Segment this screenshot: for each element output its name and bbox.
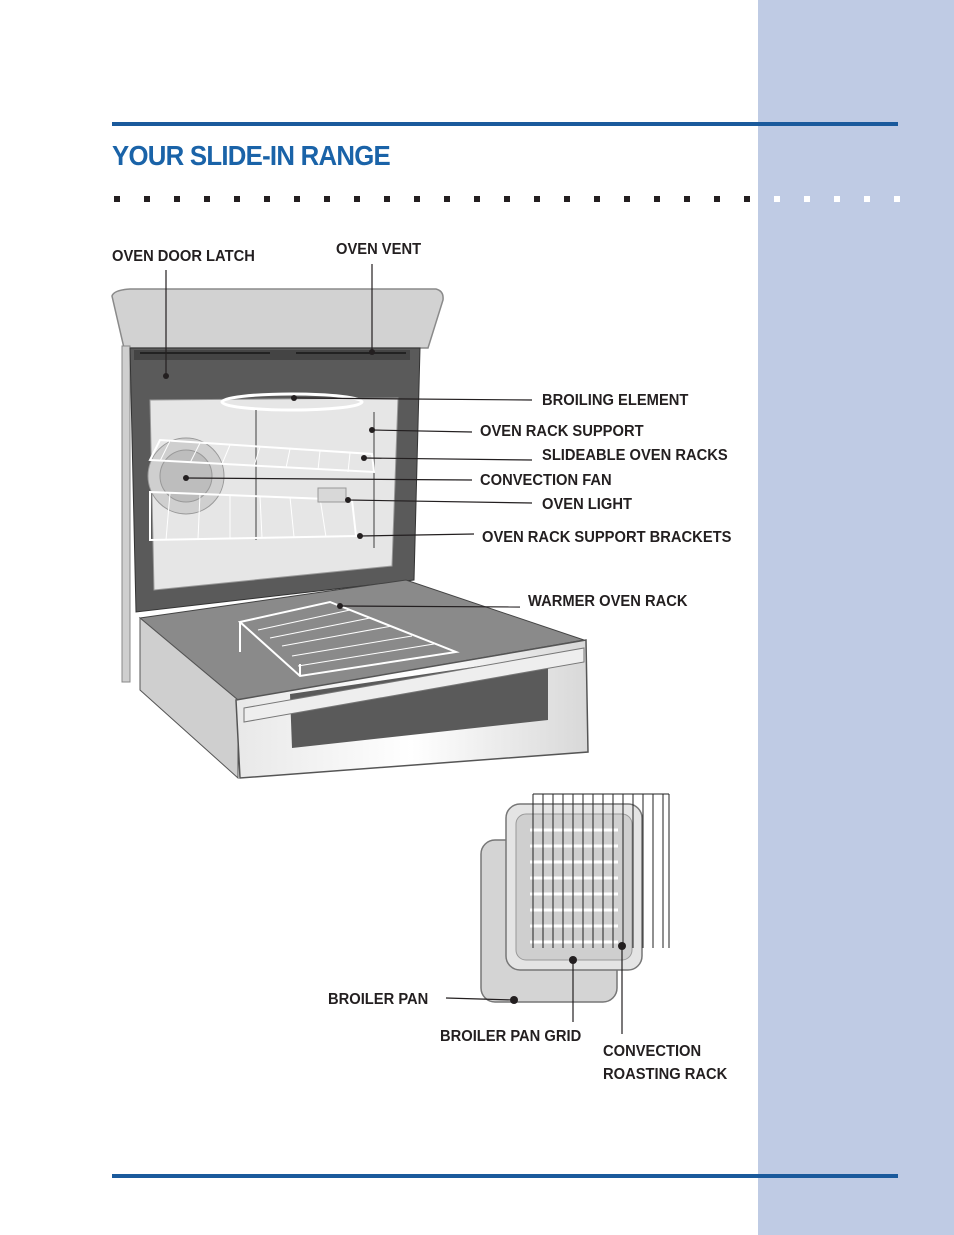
oven-light [317,487,347,503]
separator-dot [474,196,480,202]
label-slideable-oven-racks: SLIDEABLE OVEN RACKS [542,447,728,464]
range-side [121,345,131,683]
separator-dot [144,196,150,202]
separator-dot [204,196,210,202]
separator-dot [624,196,630,202]
leader-dots [163,349,626,1004]
rack-supports [255,410,375,548]
separator-dot [264,196,270,202]
separator-dot [294,196,300,202]
vent-strip [134,350,410,360]
label-warmer-oven-rack: WARMER OVEN RACK [528,593,688,610]
leader-lines [165,264,623,1034]
separator-dot [534,196,540,202]
broiling-element [220,392,364,412]
label-broiler-pan-grid: BROILER PAN GRID [440,1028,582,1045]
label-oven-rack-support-brackets: OVEN RACK SUPPORT BRACKETS [482,529,732,546]
separator-dot [804,196,810,202]
label-oven-vent: OVEN VENT [336,241,422,258]
separator-dot [174,196,180,202]
separator-dot [744,196,750,202]
separator-dot [684,196,690,202]
label-oven-light: OVEN LIGHT [542,496,632,513]
separator-dot [414,196,420,202]
separator-dot [114,196,120,202]
separator-dot [564,196,570,202]
top-rule [112,122,898,126]
convection-roasting-rack [532,793,670,948]
separator-dot [504,196,510,202]
label-oven-door-latch: OVEN DOOR LATCH [112,248,255,265]
bottom-rule [112,1174,898,1178]
label-convection-roasting-rack: CONVECTION ROASTING RACK [603,1040,727,1086]
label-oven-rack-support: OVEN RACK SUPPORT [480,423,644,440]
separator-dot [594,196,600,202]
separator-dot [444,196,450,202]
cooktop-lip [111,288,444,349]
separator-dot [324,196,330,202]
page-title: YOUR SLIDE-IN RANGE [112,140,391,171]
separator-dot [354,196,360,202]
separator-dot [864,196,870,202]
slideable-racks [148,438,376,542]
separator-dot [834,196,840,202]
dotted-separator [114,196,900,202]
separator-dot [714,196,720,202]
label-convection-roasting-rack-line2: ROASTING RACK [603,1066,728,1083]
separator-dot [774,196,780,202]
sidebar-panel [758,0,954,1235]
separator-dot [234,196,240,202]
label-convection-roasting-rack-line1: CONVECTION [603,1043,702,1060]
label-broiler-pan: BROILER PAN [328,991,429,1008]
separator-dot [894,196,900,202]
label-broiling-element: BROILING ELEMENT [542,392,689,409]
separator-dot [384,196,390,202]
separator-dot [654,196,660,202]
label-convection-fan: CONVECTION FAN [480,472,612,489]
drawer-handle [243,647,585,723]
